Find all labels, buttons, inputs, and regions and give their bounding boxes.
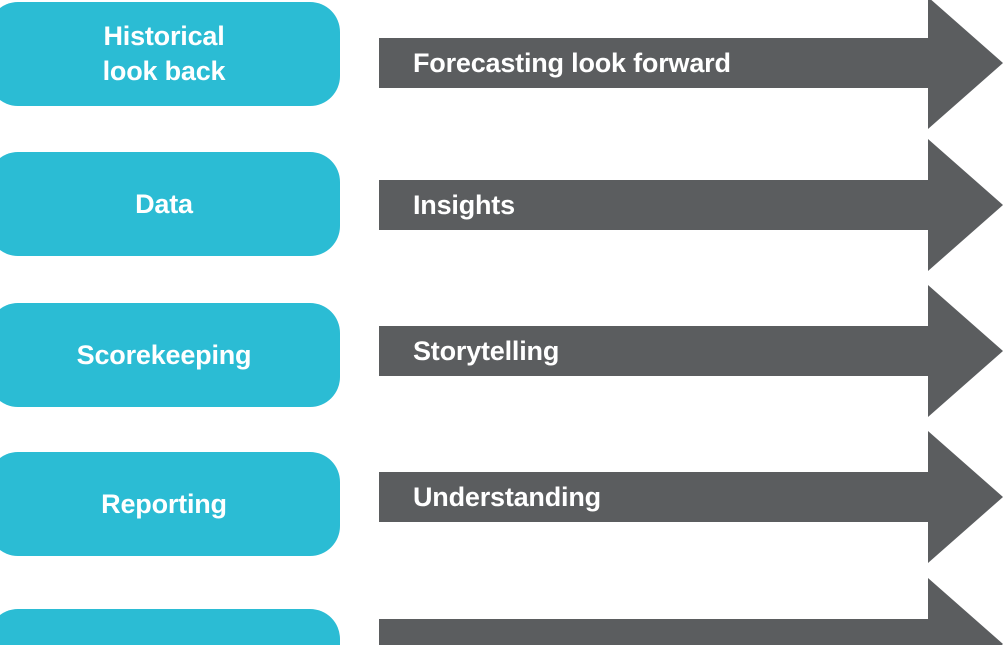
left-pill-label: Scorekeeping [76, 339, 252, 370]
arrow-shape-icon [379, 139, 1003, 271]
left-pill-data[interactable]: Data [0, 152, 340, 256]
arrow-shape-icon [379, 578, 1003, 645]
left-pill-reporting[interactable]: Reporting [0, 452, 340, 556]
left-pill-label: Historical look back [102, 21, 226, 86]
left-pill-value[interactable]: Val [0, 609, 340, 645]
right-arrow-forecasting-look-forward[interactable]: Forecasting look forward [379, 0, 1003, 129]
left-pill-label: Data [135, 188, 193, 219]
arrow-shape-icon [379, 0, 1003, 129]
left-pill-label: Reporting [101, 488, 227, 519]
arrow-shape-icon [379, 285, 1003, 417]
right-arrow-storytelling[interactable]: Storytelling [379, 285, 1003, 417]
right-arrow-partial[interactable] [379, 578, 1003, 645]
left-pill-scorekeeping[interactable]: Scorekeeping [0, 303, 340, 407]
right-arrow-insights[interactable]: Insights [379, 139, 1003, 271]
left-pill-historical-look-back[interactable]: Historical look back [0, 2, 340, 106]
right-arrow-understanding[interactable]: Understanding [379, 431, 1003, 563]
arrow-shape-icon [379, 431, 1003, 563]
